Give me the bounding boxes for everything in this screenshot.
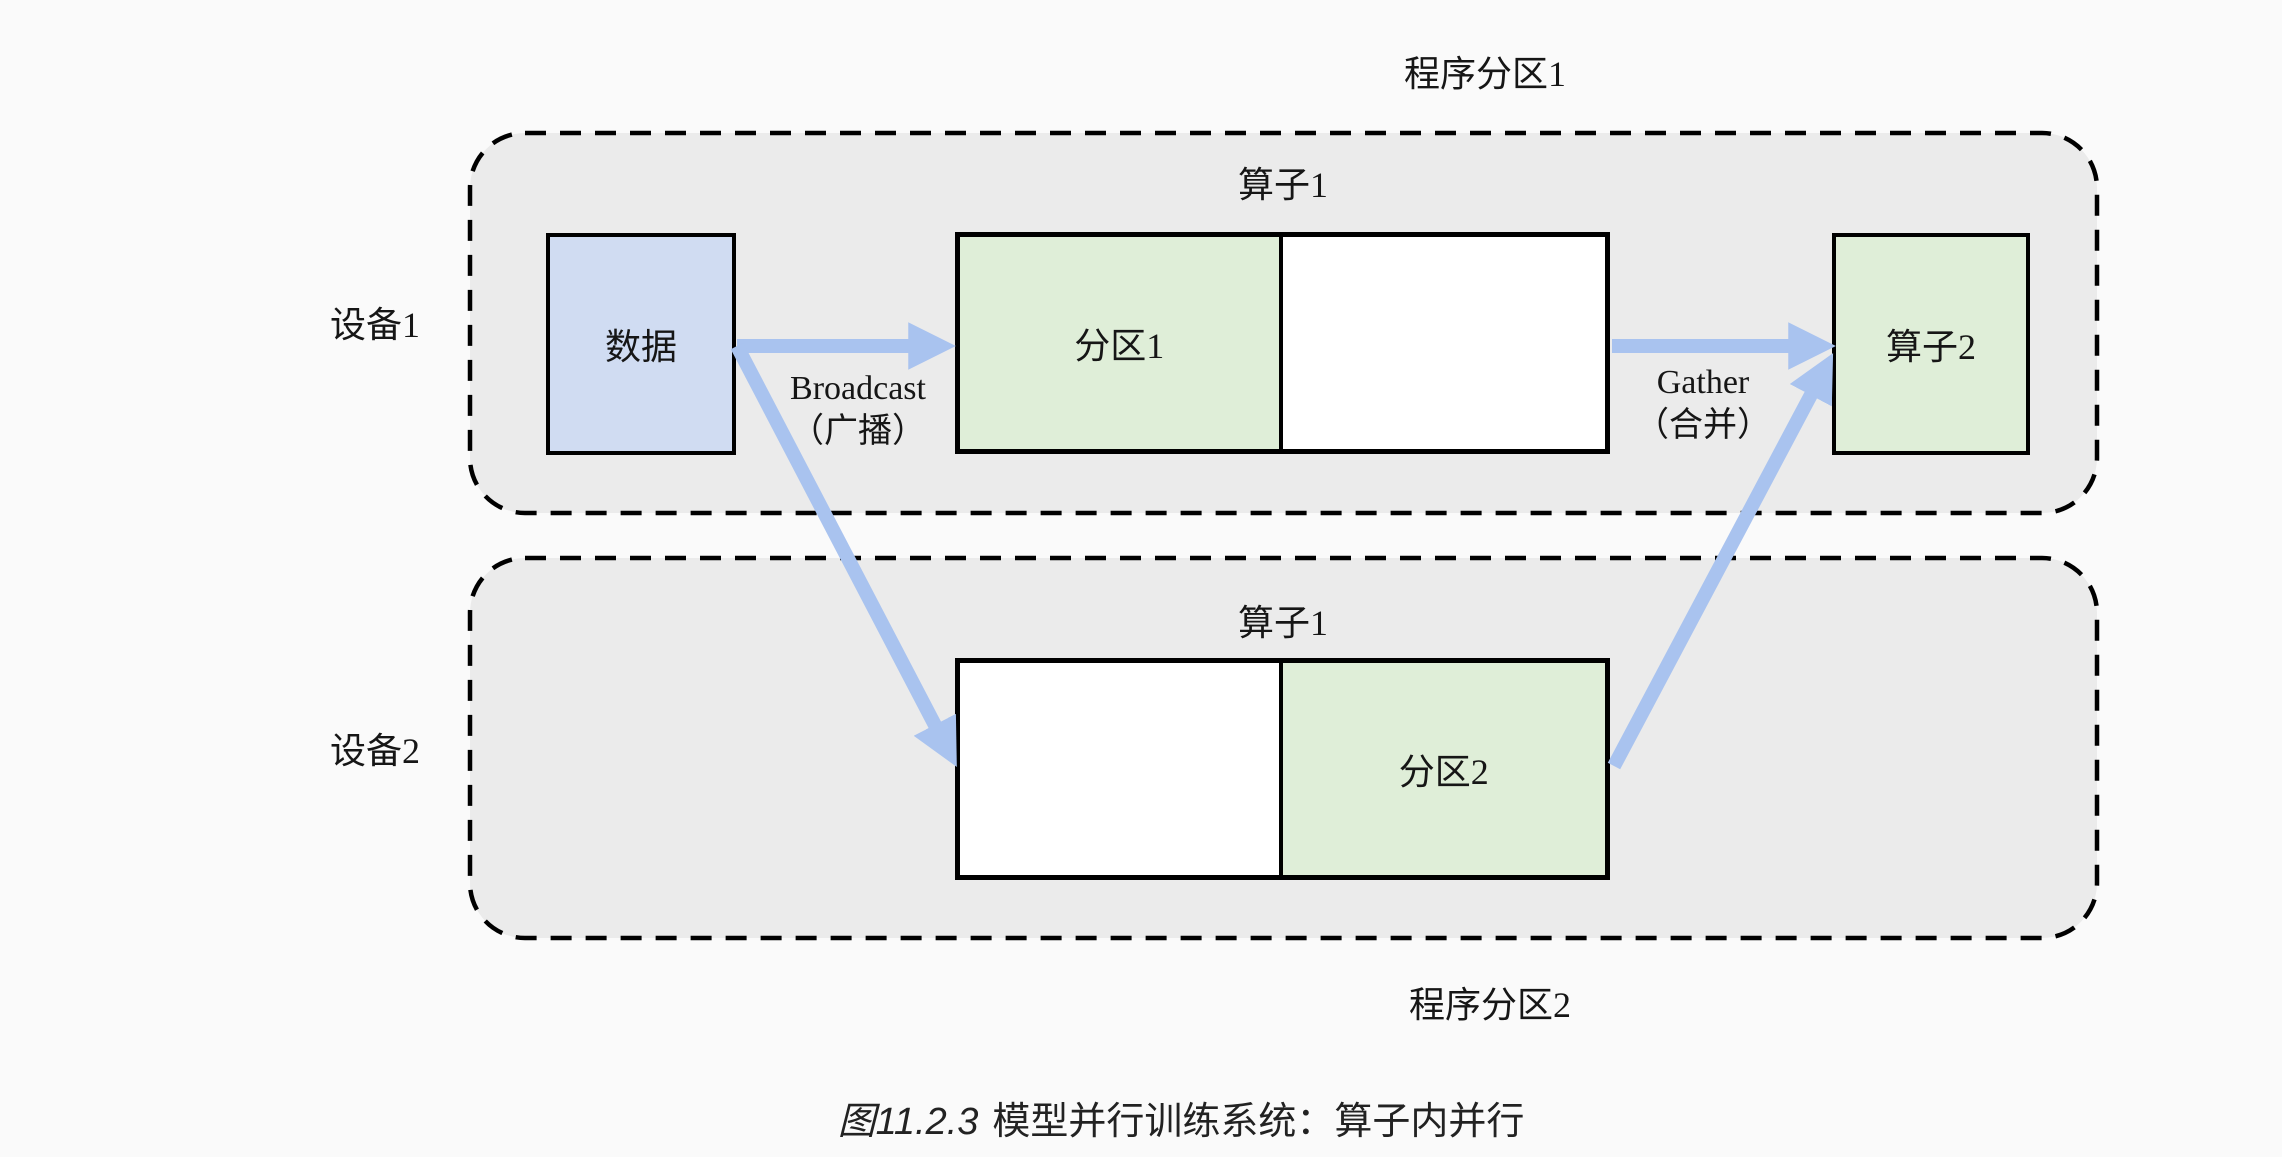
figure-title: 模型并行训练系统：算子内并行 xyxy=(992,1101,1525,1143)
gather-label: Gather （合并） xyxy=(1635,362,1771,447)
data-box-label: 数据 xyxy=(604,327,677,367)
figure-caption: 图11.2.3 模型并行训练系统：算子内并行 xyxy=(838,1090,1525,1145)
operator-1-box-device-1: 分区1 xyxy=(955,232,1610,454)
program-partition-2-label: 程序分区2 xyxy=(1408,985,1572,1025)
operator-1-title-device-1: 算子1 xyxy=(1237,165,1329,205)
partition-1-label: 分区1 xyxy=(1074,326,1165,366)
program-partition-1-label: 程序分区1 xyxy=(1403,54,1567,94)
operator-2-label: 算子2 xyxy=(1885,327,1976,367)
figure-number: 图11.2.3 xyxy=(837,1101,979,1143)
data-box: 数据 xyxy=(546,233,736,455)
operator-2-box: 算子2 xyxy=(1832,233,2030,455)
broadcast-label-en: Broadcast xyxy=(790,370,926,407)
gather-label-zh: （合并） xyxy=(1635,406,1771,444)
empty-cell-device-2 xyxy=(960,663,1283,875)
empty-cell-device-1 xyxy=(1282,237,1605,449)
gather-diagonal-arrow-icon xyxy=(1607,353,1834,770)
broadcast-label-zh: （广播） xyxy=(790,412,926,450)
operator-1-box-device-2: 分区2 xyxy=(955,658,1610,880)
partition-2-cell: 分区2 xyxy=(1282,663,1605,875)
gather-label-en: Gather xyxy=(1656,364,1750,401)
partition-1-cell: 分区1 xyxy=(960,237,1283,449)
device-1-label: 设备1 xyxy=(329,305,421,345)
broadcast-label: Broadcast （广播） xyxy=(790,368,926,453)
partition-2-label: 分区2 xyxy=(1398,752,1489,792)
device-2-label: 设备2 xyxy=(329,731,421,771)
operator-1-title-device-2: 算子1 xyxy=(1237,603,1329,643)
